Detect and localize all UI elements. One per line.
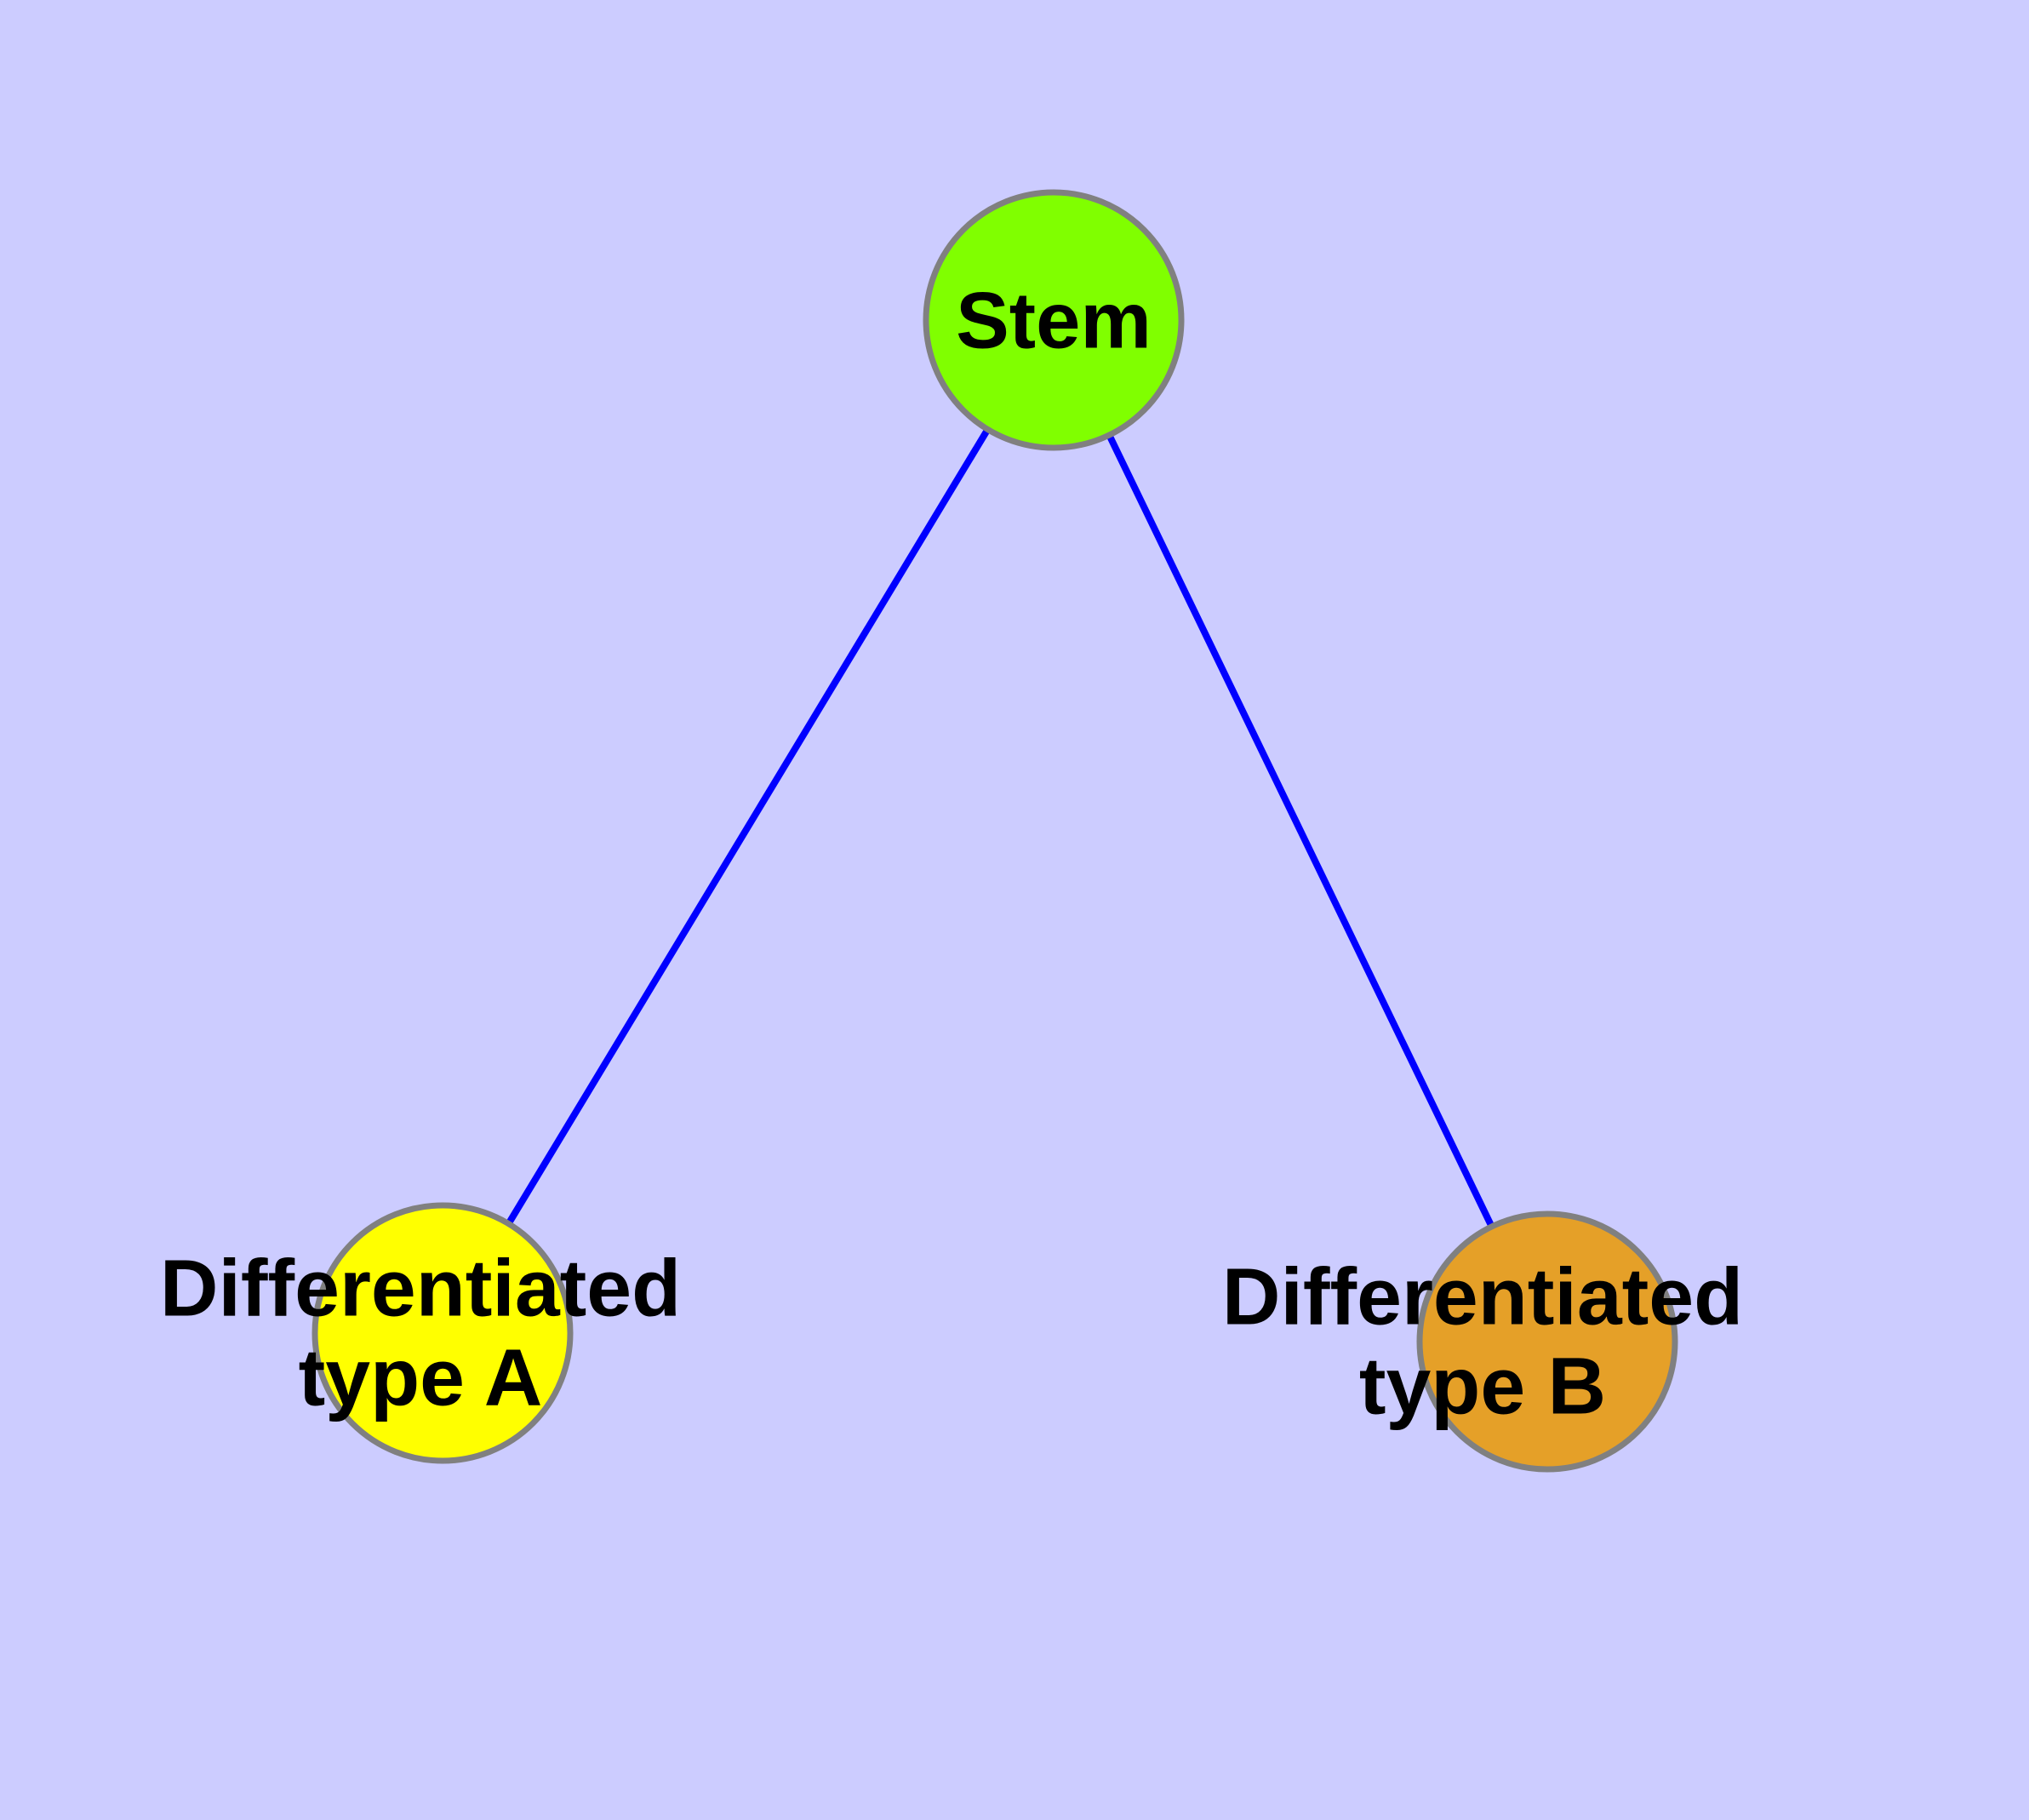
node-diff-b[interactable] [1416, 1210, 1678, 1473]
edge-stem-to-diff-b[interactable] [1050, 318, 1551, 1343]
edge-stem-to-diff-a[interactable] [439, 318, 1057, 1336]
node-layer [311, 189, 1678, 1473]
node-diff-a[interactable] [311, 1202, 574, 1464]
edge-layer [439, 318, 1551, 1343]
node-stem[interactable] [923, 189, 1185, 451]
